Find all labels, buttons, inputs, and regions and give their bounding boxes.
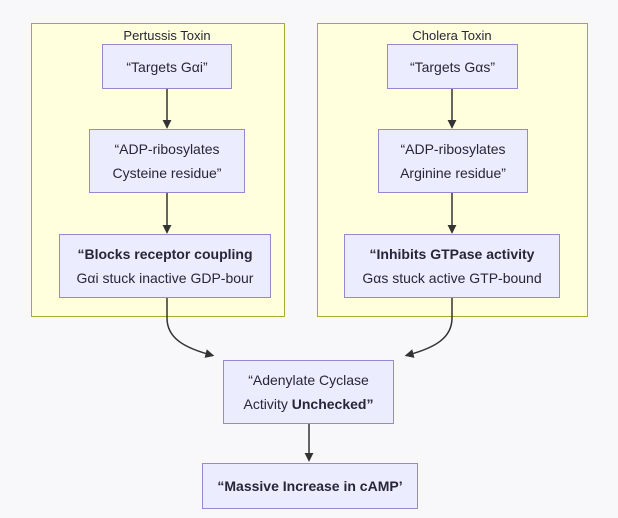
node-targets-gai: “Targets Gαi” [102,44,232,89]
node-text: “Massive Increase in cAMP’ [217,478,403,494]
cluster-label-pertussis-toxin: Pertussis Toxin [123,28,211,43]
node-text-line2-bold: Unchecked” [291,396,374,412]
node-text-line2-regular: Activity [243,396,292,412]
node-adp-ribosylates-cysteine: “ADP-ribosylates Cysteine residue” [89,129,245,193]
node-text: “Targets Gαi” [126,58,208,75]
node-text: “Targets Gαs” [409,58,496,75]
node-targets-gas: “Targets Gαs” [387,44,518,89]
node-text-line1: “Inhibits GTPase activity [369,246,535,262]
node-inhibits-gtpase-activity: “Inhibits GTPase activity Gαs stuck acti… [344,234,560,298]
node-text-line1: “ADP-ribosylates [400,141,506,157]
node-text-line1: “ADP-ribosylates [114,141,220,157]
node-text-line1: “Blocks receptor coupling [77,246,253,262]
node-text-line2: Gαs stuck active GTP-bound [362,270,542,286]
cluster-label-cholera-toxin: Cholera Toxin [412,28,492,43]
node-text-line2: Arginine residue” [400,165,506,181]
node-text-line2: Gαi stuck inactive GDP-bour [76,270,254,286]
node-text-line2: Activity Unchecked” [244,392,374,416]
node-blocks-receptor-coupling: “Blocks receptor coupling Gαi stuck inac… [59,234,271,298]
node-text-line1: “Adenylate Cyclase [248,372,369,388]
node-adp-ribosylates-arginine: “ADP-ribosylates Arginine residue” [378,129,528,193]
node-text-line2: Cysteine residue” [112,165,222,181]
node-adenylate-cyclase-unchecked: “Adenylate Cyclase Activity Unchecked” [223,360,394,424]
node-massive-increase-camp: “Massive Increase in cAMP’ [202,463,418,509]
